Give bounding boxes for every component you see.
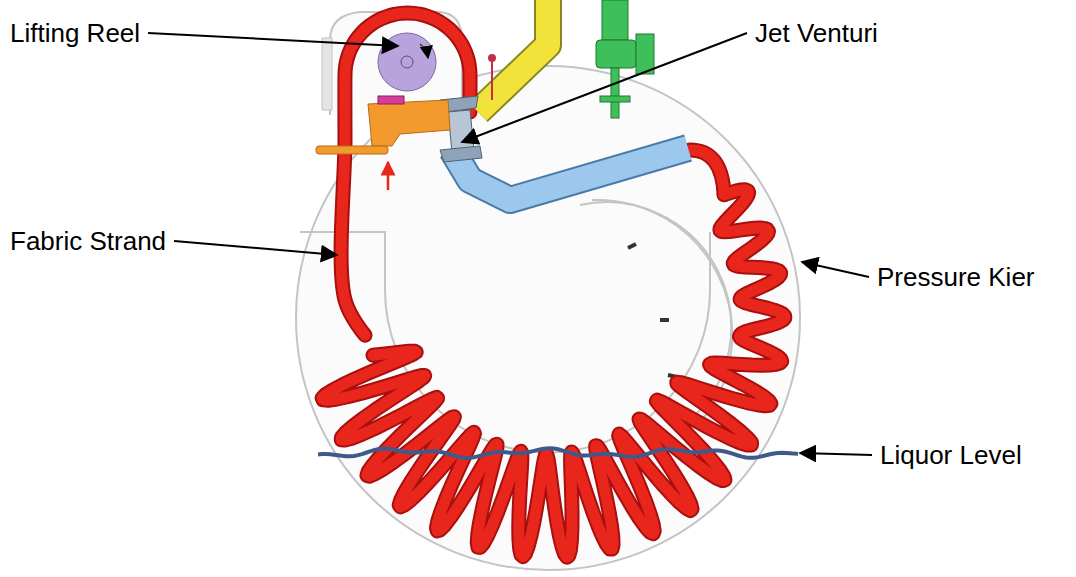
leader-arrow — [800, 453, 872, 455]
direction-arrow — [387, 162, 390, 190]
part-label: Jet Venturi — [755, 18, 878, 48]
venturi-flange — [440, 146, 482, 162]
fabric-strand — [322, 190, 785, 557]
valve-body — [596, 40, 636, 68]
part-label: Liquor Level — [880, 440, 1022, 470]
fabric-strand-edge — [690, 150, 724, 195]
part-label: Fabric Strand — [10, 226, 166, 256]
gauge-rod — [491, 62, 493, 100]
rotation-arrow — [420, 44, 428, 58]
lifting-reel — [378, 33, 436, 91]
nozzle-flange — [316, 146, 388, 154]
jet-venturi — [448, 110, 474, 152]
leader-arrow — [462, 33, 747, 142]
partition-slots — [628, 244, 677, 377]
leader-arrow — [802, 262, 869, 277]
valve-body — [602, 0, 628, 40]
fabric-strand — [322, 13, 785, 557]
valve-actuator — [636, 34, 654, 74]
gauge-knob — [488, 54, 496, 62]
reel-hub — [401, 56, 413, 68]
leader-arrow — [148, 33, 398, 46]
door — [322, 38, 332, 110]
fabric-strand — [690, 150, 724, 195]
part-label: Pressure Kier — [877, 262, 1035, 292]
nozzle-clamp — [378, 96, 404, 104]
liquor-level-line — [318, 448, 798, 458]
leader-arrow — [174, 241, 337, 255]
transport-tube-outline — [452, 148, 688, 200]
jet-nozzle — [368, 100, 450, 146]
valve-flange — [600, 96, 630, 102]
pressure-kier — [296, 66, 800, 570]
supply-pipe-outline — [478, 0, 548, 112]
part-label: Lifting Reel — [10, 18, 140, 48]
fabric-strand-edge — [322, 190, 785, 557]
transport-tube — [452, 148, 688, 200]
valve-stem — [611, 68, 619, 118]
supply-pipe — [478, 0, 548, 112]
